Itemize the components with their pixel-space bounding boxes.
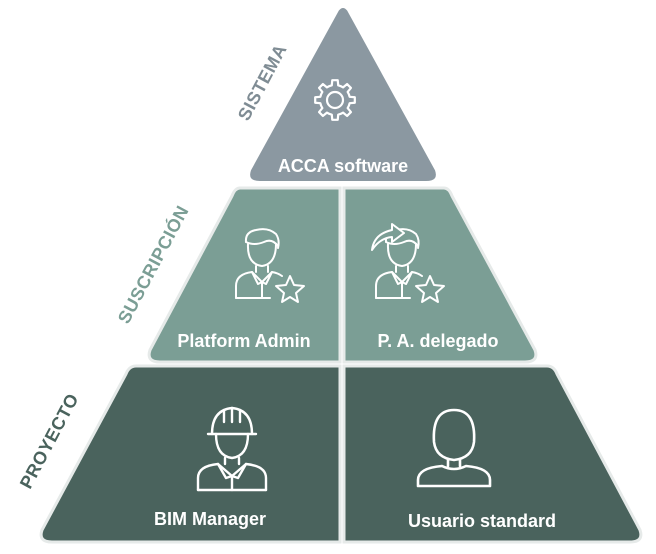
user-silhouette-icon bbox=[416, 408, 492, 488]
proyecto-cell-left-shape bbox=[39, 364, 342, 544]
tier-sistema: ACCA software bbox=[248, 6, 438, 183]
role-label-pa-delegado: P. A. delegado bbox=[377, 331, 498, 351]
role-label-acca-software: ACCA software bbox=[278, 156, 408, 176]
gear-icon bbox=[314, 79, 356, 121]
role-label-bim-manager: BIM Manager bbox=[154, 509, 266, 529]
tier-proyecto: BIM Manager Usuario standard bbox=[39, 364, 643, 544]
delegate-arrow-star-icon bbox=[371, 223, 445, 303]
suscripcion-cell-left-shape bbox=[147, 186, 342, 364]
tier-sistema-shape bbox=[248, 6, 438, 183]
hardhat-worker-icon bbox=[196, 406, 268, 492]
delegate-arrow bbox=[371, 223, 405, 251]
admin-star-icon bbox=[235, 228, 305, 303]
role-label-usuario-standard: Usuario standard bbox=[408, 511, 556, 531]
role-label-platform-admin: Platform Admin bbox=[177, 331, 310, 351]
proyecto-cell-right-shape bbox=[342, 364, 643, 544]
tier-suscripcion: Platform Admin P. A. delegado bbox=[147, 186, 538, 364]
